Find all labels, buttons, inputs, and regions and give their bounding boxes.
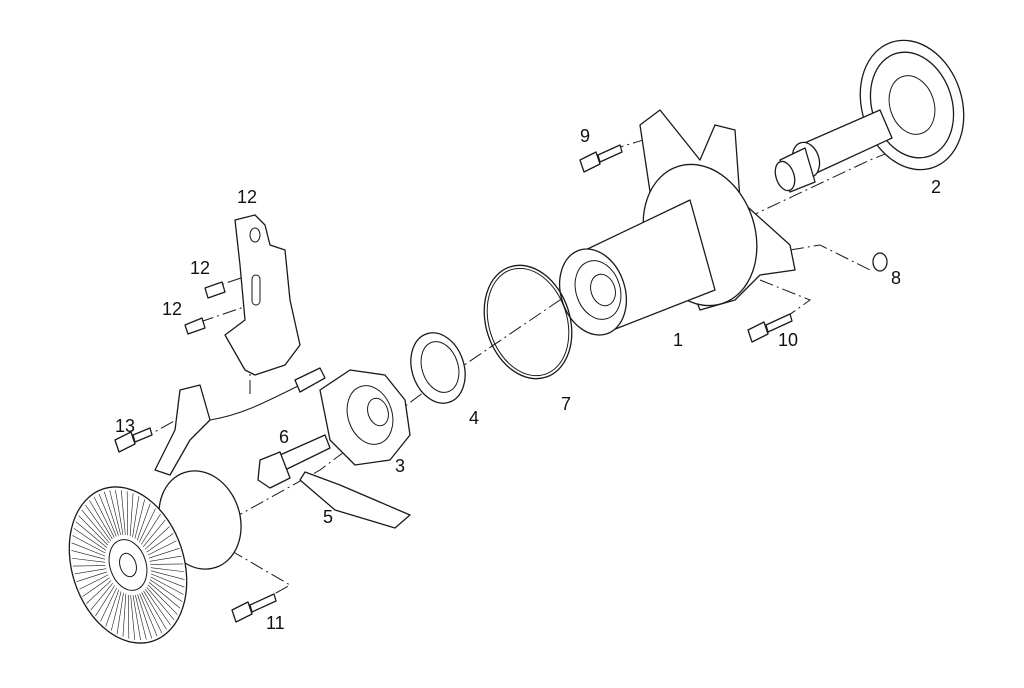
fan-fin — [90, 583, 114, 611]
callout-12-clip-upper: 12 — [190, 258, 211, 278]
screw-13 — [114, 427, 153, 453]
sleeve-8 — [872, 252, 888, 272]
fan-fin — [111, 591, 122, 631]
screw-9 — [579, 144, 623, 173]
fan-fin — [72, 565, 106, 567]
callout-2: 2 — [931, 177, 942, 197]
fan-fin — [74, 568, 107, 575]
fan-fin — [150, 573, 185, 588]
callout-6: 6 — [279, 427, 290, 447]
callout-1: 1 — [673, 330, 684, 350]
screw-10 — [747, 313, 793, 343]
fan-fin — [109, 490, 121, 536]
callout-9: 9 — [580, 126, 591, 146]
fan-fin — [78, 515, 109, 546]
fan-fin — [136, 503, 151, 541]
fan-fin — [73, 528, 107, 551]
fan-fin — [132, 495, 140, 538]
fan-fin — [71, 557, 106, 563]
housing-part — [559, 109, 796, 336]
fan-fin — [146, 586, 175, 621]
fan-fin — [141, 592, 163, 634]
fan-fin — [89, 500, 113, 540]
fan-fin — [139, 508, 156, 543]
fan-fin — [105, 589, 120, 627]
screw-11 — [231, 593, 277, 623]
callout-10: 10 — [778, 330, 799, 350]
fan-fin — [147, 540, 177, 556]
bolt-part — [257, 434, 331, 489]
cover-plate-part — [319, 369, 411, 466]
fan-fin — [122, 593, 127, 637]
callout-7: 7 — [561, 394, 572, 414]
fan-fin — [150, 563, 184, 565]
fan-fin — [93, 496, 115, 538]
leader-8 — [789, 244, 871, 271]
fan-fin — [71, 542, 106, 557]
fan-fin — [95, 585, 115, 617]
fan-fin — [145, 588, 171, 626]
fan-fin — [150, 567, 185, 573]
fan-fin — [81, 509, 110, 544]
fan-fin — [98, 493, 117, 537]
fan-fin — [120, 490, 126, 535]
fan-fin — [129, 493, 134, 537]
callout-13: 13 — [115, 416, 136, 436]
fan-fin — [134, 499, 145, 539]
assembly-axis — [229, 139, 921, 521]
fan-fin — [139, 593, 158, 637]
fan-fin — [103, 491, 119, 536]
fan-fin — [72, 535, 106, 554]
fan-fin — [143, 590, 167, 630]
leader-11 — [229, 549, 291, 606]
fan-fin — [76, 571, 108, 582]
fan-fin — [79, 574, 109, 590]
sealant-tube-part — [299, 471, 411, 529]
fan-fin — [148, 548, 180, 559]
callout-12-clip-lower: 12 — [162, 299, 183, 319]
bracket-part — [154, 214, 326, 476]
callout-4: 4 — [469, 408, 480, 428]
gear-shaft-part — [774, 39, 965, 193]
fan-fin — [148, 582, 181, 609]
fan-fin — [135, 594, 147, 640]
fan-fin — [149, 579, 183, 602]
fan-fin — [150, 576, 184, 595]
fan-fin — [130, 595, 136, 640]
fan-fin — [85, 504, 111, 542]
fan-fin — [71, 550, 106, 560]
fan-fin — [150, 570, 185, 580]
fan-fin — [82, 577, 110, 597]
fan-fin — [75, 521, 108, 548]
fan-fin — [127, 594, 130, 639]
callout-5: 5 — [323, 507, 334, 527]
fan-fin — [100, 587, 117, 622]
fan-fin — [146, 533, 174, 553]
callout-11: 11 — [266, 613, 285, 633]
fan-fin — [132, 595, 141, 641]
seal-part — [410, 332, 466, 404]
fan-fin — [142, 519, 166, 547]
fan-fin — [86, 580, 112, 604]
fan-fin — [116, 592, 124, 635]
callout-12-bracket: 12 — [237, 187, 258, 207]
fan-fin — [144, 526, 170, 550]
fan-fin — [147, 584, 178, 615]
callout-8: 8 — [891, 268, 902, 288]
clip-parts — [184, 281, 226, 335]
o-ring-part — [483, 264, 573, 380]
fan-fin — [126, 491, 129, 536]
fan-fins — [71, 489, 185, 641]
fan-fin — [137, 594, 153, 639]
fan-fin — [141, 513, 161, 545]
fan-fin — [149, 555, 182, 562]
callout-3: 3 — [395, 456, 406, 476]
fan-clutch-part — [68, 470, 242, 644]
fan-fin — [115, 489, 124, 535]
